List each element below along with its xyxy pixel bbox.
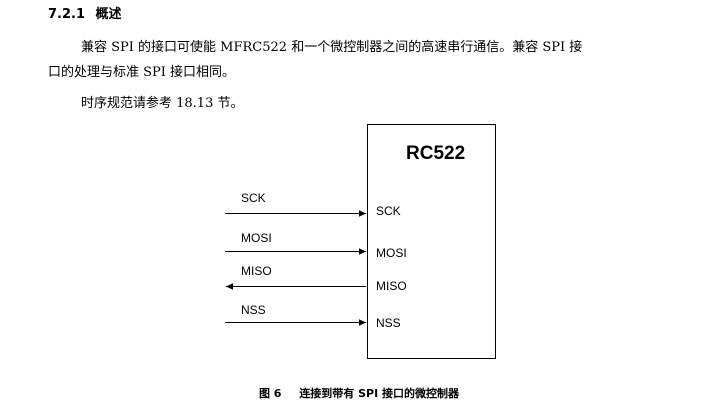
section-title: 概述: [95, 7, 122, 22]
signal-label-miso: MISO: [241, 264, 272, 278]
pin-label-miso: MISO: [376, 279, 407, 293]
paragraph-1-line-1: 兼容 SPI 的接口可使能 MFRC522 和一个微控制器之间的高速串行通信。兼…: [81, 40, 583, 55]
signal-label-sck: SCK: [241, 191, 266, 205]
figure-number: 图 6: [258, 387, 282, 400]
rc522-chip-box: [367, 124, 496, 359]
signal-label-mosi: MOSI: [241, 231, 272, 245]
figure-caption-text: 连接到带有 SPI 接口的微控制器: [299, 387, 460, 400]
figure-caption: 图 6 连接到带有 SPI 接口的微控制器: [0, 385, 718, 401]
chip-title: RC522: [406, 143, 465, 164]
signal-label-nss: NSS: [241, 303, 266, 317]
section-number: 7.2.1: [48, 7, 86, 22]
pin-label-nss: NSS: [376, 316, 401, 330]
pin-label-mosi: MOSI: [376, 246, 407, 260]
paragraph-2: 时序规范请参考 18.13 节。: [81, 96, 244, 111]
section-heading: 7.2.1 概述: [48, 3, 122, 22]
paragraph-1-line-2: 口的处理与标准 SPI 接口相同。: [48, 65, 236, 80]
pin-label-sck: SCK: [376, 204, 401, 218]
